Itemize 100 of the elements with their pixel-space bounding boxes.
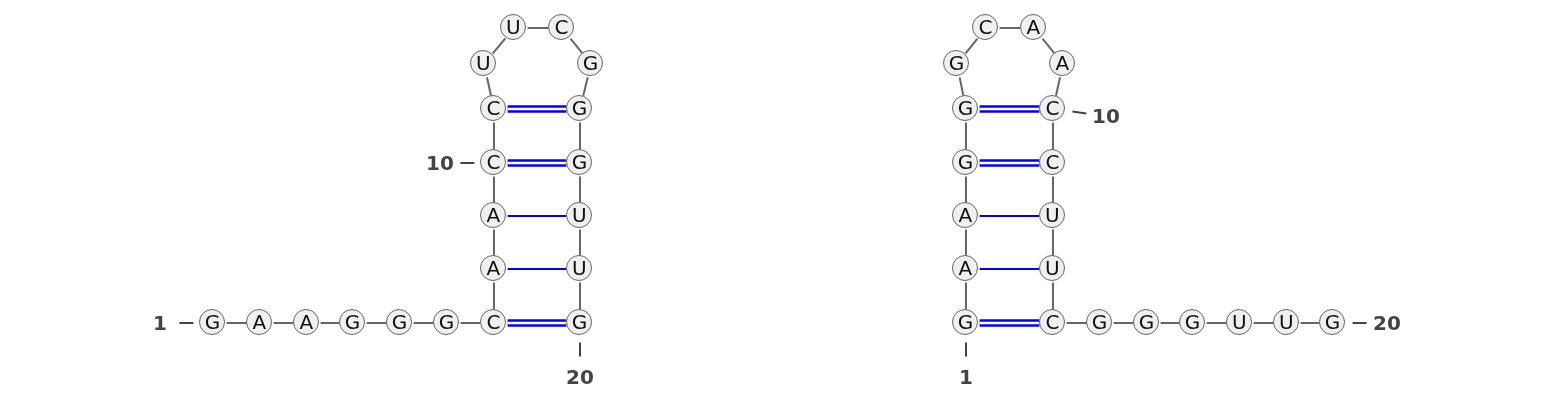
backbone-line: [1299, 322, 1321, 324]
nucleotide-circle: A: [952, 255, 979, 282]
backbone-line: [1052, 228, 1054, 257]
nucleotide-circle: G: [566, 309, 593, 336]
backbone-line: [493, 228, 495, 257]
backbone-line: [579, 121, 581, 151]
nucleotide-circle: G: [943, 50, 970, 77]
backbone-line: [1041, 37, 1056, 55]
backbone-line: [225, 322, 248, 324]
nucleotide-circle: C: [548, 14, 575, 41]
leader-line: [579, 341, 581, 358]
leader-line: [459, 162, 476, 164]
leader-line: [1071, 110, 1088, 115]
nucleotide-circle: G: [566, 149, 593, 176]
base-pair-line: [507, 105, 567, 113]
position-number: 10: [1092, 106, 1120, 126]
backbone-line: [1052, 121, 1054, 151]
base-pair-line: [979, 319, 1040, 327]
nucleotide-circle: G: [566, 95, 593, 122]
nucleotide-circle: G: [1319, 309, 1346, 336]
nucleotide-circle: A: [1020, 14, 1047, 41]
nucleotide-circle: U: [566, 202, 593, 229]
nucleotide-circle: C: [480, 149, 507, 176]
base-pair-line: [506, 215, 568, 217]
backbone-line: [493, 121, 495, 151]
base-pair-line: [978, 268, 1041, 270]
position-number: 20: [1373, 313, 1401, 333]
backbone-line: [412, 322, 435, 324]
nucleotide-circle: C: [1039, 95, 1066, 122]
backbone-line: [1065, 322, 1088, 324]
position-number: 1: [959, 367, 973, 387]
nucleotide-circle: G: [952, 309, 979, 336]
nucleotide-circle: C: [1039, 149, 1066, 176]
backbone-line: [965, 175, 967, 204]
nucleotide-circle: U: [470, 50, 497, 77]
backbone-line: [964, 37, 979, 55]
backbone-line: [319, 322, 341, 324]
backbone-line: [1205, 322, 1228, 324]
backbone-line: [579, 281, 581, 311]
nucleotide-circle: G: [386, 309, 413, 336]
nucleotide-circle: G: [952, 149, 979, 176]
backbone-line: [965, 281, 967, 311]
backbone-line: [493, 281, 495, 311]
backbone-line: [1054, 76, 1062, 97]
nucleotide-circle: U: [1226, 309, 1253, 336]
backbone-line: [365, 322, 388, 324]
backbone-line: [569, 37, 584, 55]
nucleotide-circle: C: [972, 14, 999, 41]
nucleotide-circle: A: [952, 202, 979, 229]
backbone-line: [491, 37, 507, 55]
base-pair-line: [979, 159, 1040, 167]
backbone-line: [582, 76, 589, 97]
nucleotide-circle: A: [246, 309, 273, 336]
backbone-line: [1052, 281, 1054, 311]
nucleotide-circle: A: [480, 255, 507, 282]
backbone-line: [526, 27, 550, 29]
backbone-line: [272, 322, 295, 324]
nucleotide-circle: A: [1049, 50, 1076, 77]
nucleotide-circle: C: [480, 309, 507, 336]
base-pair-line: [507, 319, 567, 327]
nucleotide-circle: G: [1133, 309, 1160, 336]
nucleotide-circle: G: [1179, 309, 1206, 336]
backbone-line: [579, 228, 581, 257]
nucleotide-circle: U: [1039, 202, 1066, 229]
position-number: 1: [153, 313, 167, 333]
backbone-line: [579, 175, 581, 204]
backbone-line: [1052, 175, 1054, 204]
nucleotide-circle: G: [199, 309, 226, 336]
nucleotide-circle: G: [952, 95, 979, 122]
nucleotide-circle: A: [480, 202, 507, 229]
leader-line: [178, 322, 195, 324]
base-pair-line: [507, 159, 567, 167]
nucleotide-circle: U: [1039, 255, 1066, 282]
position-number: 20: [566, 367, 594, 387]
nucleotide-circle: A: [293, 309, 320, 336]
leader-line: [965, 341, 967, 358]
backbone-line: [485, 76, 493, 97]
backbone-line: [965, 228, 967, 257]
nucleotide-circle: U: [500, 14, 527, 41]
backbone-line: [493, 175, 495, 204]
backbone-line: [1159, 322, 1181, 324]
base-pair-line: [978, 215, 1041, 217]
nucleotide-circle: U: [566, 255, 593, 282]
nucleotide-circle: G: [577, 50, 604, 77]
nucleotide-circle: C: [480, 95, 507, 122]
backbone-line: [965, 121, 967, 151]
nucleotide-circle: G: [1086, 309, 1113, 336]
backbone-line: [1112, 322, 1135, 324]
backbone-line: [958, 76, 965, 97]
backbone-line: [998, 27, 1022, 29]
nucleotide-circle: U: [1273, 309, 1300, 336]
nucleotide-circle: C: [1039, 309, 1066, 336]
backbone-line: [459, 322, 482, 324]
base-pair-line: [506, 268, 568, 270]
backbone-line: [1252, 322, 1275, 324]
position-number: 10: [426, 153, 454, 173]
leader-line: [1351, 322, 1368, 324]
nucleotide-circle: G: [433, 309, 460, 336]
nucleotide-circle: G: [339, 309, 366, 336]
base-pair-line: [979, 105, 1040, 113]
